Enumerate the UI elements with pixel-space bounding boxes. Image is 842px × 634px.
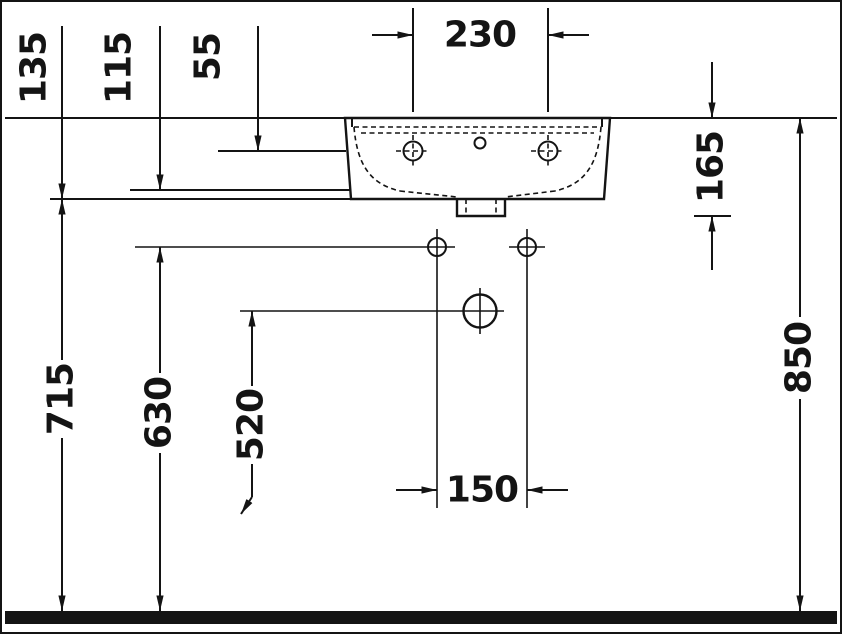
floor-line — [5, 611, 837, 624]
dimension-115: 115 — [99, 26, 164, 190]
dim-label-230: 230 — [444, 15, 516, 56]
dim-label-850: 850 — [779, 322, 820, 394]
dimension-55: 55 — [188, 26, 262, 151]
dimension-165: 165 — [691, 62, 732, 270]
fixing-holes — [427, 229, 537, 508]
tap-hole-right — [531, 135, 565, 167]
dim-label-55: 55 — [188, 33, 229, 81]
washbasin-outline — [343, 116, 612, 201]
dimension-850: 850 — [779, 118, 820, 611]
overflow-hole — [473, 136, 487, 150]
dimension-230: 230 — [372, 8, 589, 112]
dim-label-165: 165 — [691, 131, 732, 203]
basin-left-hidden-contour — [353, 126, 401, 192]
dimension-715: 715 — [41, 199, 82, 611]
tap-hole-left — [396, 135, 430, 167]
outlet-housing — [455, 199, 507, 218]
dimension-630: 630 — [139, 247, 180, 611]
basin-right-hidden-contour — [554, 126, 602, 192]
washbasin — [343, 116, 612, 218]
dimension-break-arrow — [240, 496, 253, 515]
dim-label-520: 520 — [231, 389, 272, 461]
dim-label-115: 115 — [99, 32, 140, 104]
dim-label-135: 135 — [14, 32, 55, 104]
dimension-520: 520 — [231, 311, 272, 515]
dim-label-715: 715 — [41, 363, 82, 435]
dim-label-150: 150 — [446, 470, 518, 511]
dim-label-630: 630 — [139, 377, 180, 449]
siphon-outlet — [462, 288, 498, 334]
dimension-135: 135 — [14, 26, 66, 199]
dimension-150: 150 — [396, 470, 568, 511]
